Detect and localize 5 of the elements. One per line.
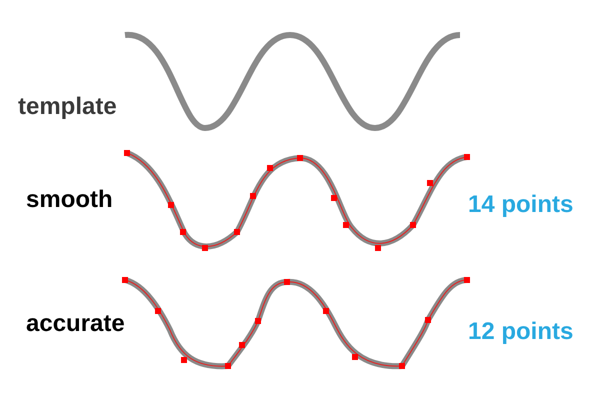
point-count: 12 points: [468, 320, 574, 344]
curve-label: accurate: [26, 312, 125, 336]
point-count: 14 points: [468, 193, 574, 217]
curve-label: template: [18, 95, 117, 119]
curve-label: smooth: [26, 188, 113, 212]
